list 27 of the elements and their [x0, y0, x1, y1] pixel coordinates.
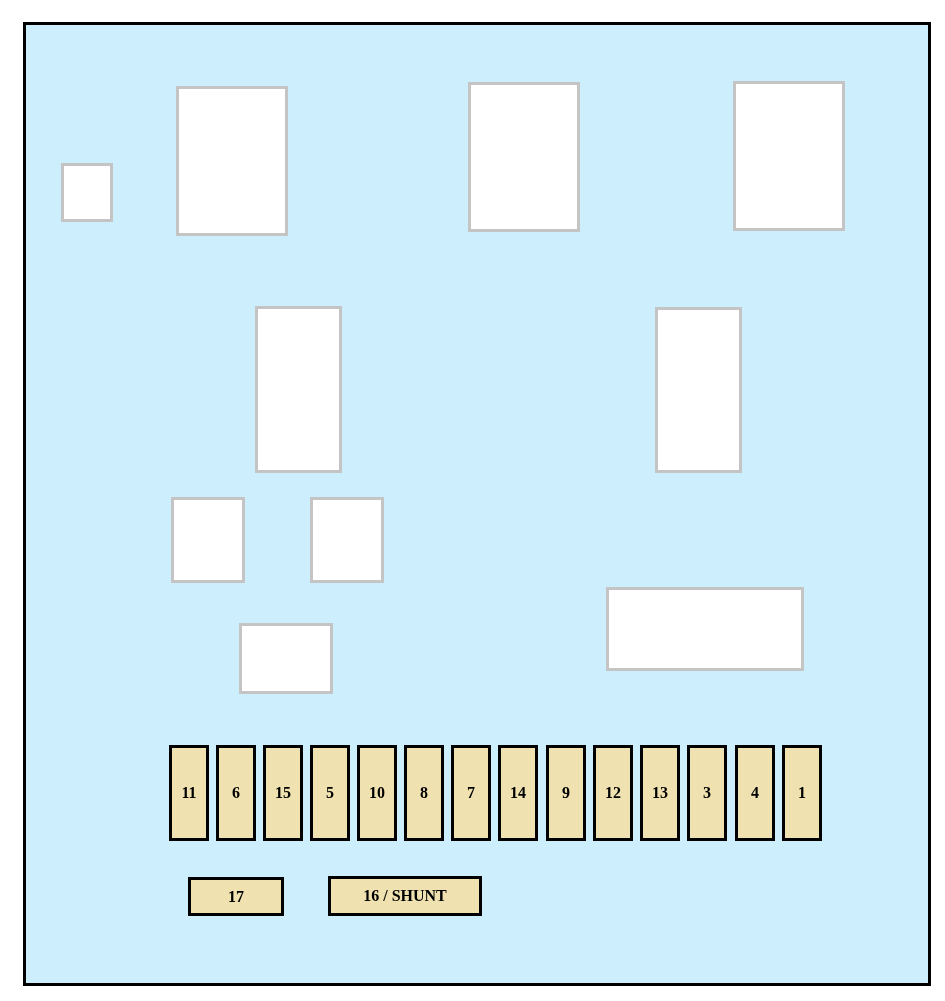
fuse: 9: [546, 745, 586, 841]
relay-slot: [176, 86, 288, 236]
fuse: 8: [404, 745, 444, 841]
fuse: 4: [735, 745, 775, 841]
fuse: 7: [451, 745, 491, 841]
fuse: 16 / SHUNT: [328, 876, 482, 916]
fuse: 12: [593, 745, 633, 841]
fuse: 6: [216, 745, 256, 841]
relay-slot: [61, 163, 113, 222]
fuse-box-panel: [23, 22, 931, 986]
relay-slot: [606, 587, 804, 671]
fuse: 3: [687, 745, 727, 841]
fuse: 13: [640, 745, 680, 841]
relay-slot: [171, 497, 245, 583]
fuse: 17: [188, 877, 284, 916]
relay-slot: [255, 306, 342, 473]
fuse: 14: [498, 745, 538, 841]
fuse: 15: [263, 745, 303, 841]
relay-slot: [468, 82, 580, 232]
fuse: 10: [357, 745, 397, 841]
relay-slot: [310, 497, 384, 583]
fuse: 1: [782, 745, 822, 841]
relay-slot: [733, 81, 845, 231]
relay-slot: [655, 307, 742, 473]
relay-slot: [239, 623, 333, 694]
fuse: 5: [310, 745, 350, 841]
fuse: 11: [169, 745, 209, 841]
